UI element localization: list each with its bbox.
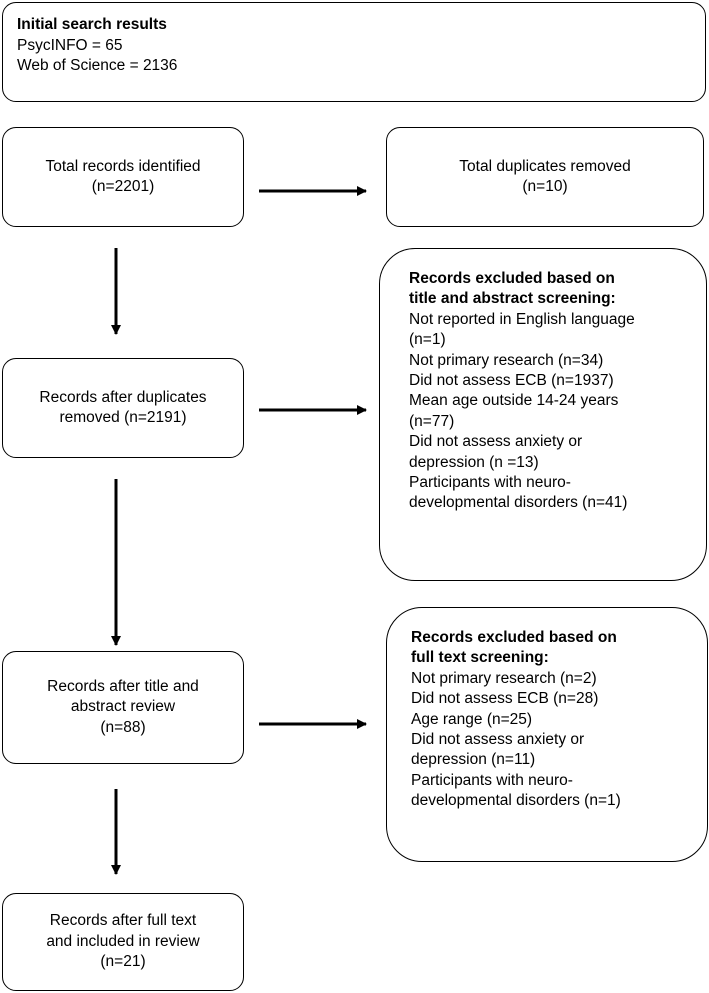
- excluded-title-abstract-heading-2: title and abstract screening:: [409, 290, 616, 308]
- excluded-full-text-item: Did not assess ECB (n=28): [411, 690, 599, 708]
- duplicates-removed-label: Total duplicates removed: [459, 157, 631, 175]
- duplicates-removed-count: (n=10): [522, 178, 568, 195]
- excluded-full-text-item: Participants with neuro-: [411, 771, 573, 789]
- after-title-abstract-line-1: Records after title and: [47, 677, 199, 695]
- initial-search-title: Initial search results: [17, 16, 167, 33]
- initial-search-line-wos: Web of Science = 2136: [17, 57, 178, 74]
- final-included-line-1: Records after full text: [49, 912, 197, 930]
- excluded-title-abstract-item: Participants with neuro-: [409, 474, 571, 492]
- excluded-full-text-item: developmental disorders (n=1): [411, 792, 621, 810]
- excluded-title-abstract-item: depression (n =13): [409, 453, 539, 471]
- excluded-title-abstract-heading-1: Records excluded based on: [409, 270, 615, 287]
- final-included-line-2: and included in review: [46, 932, 200, 950]
- final-included-count: (n=21): [100, 953, 146, 971]
- excluded-full-text-item: depression (n=11): [411, 751, 536, 769]
- initial-search-box: Initial search results PsycINFO = 65 Web…: [2, 2, 706, 102]
- excluded-title-abstract-item: Mean age outside 14-24 years: [409, 392, 619, 410]
- excluded-full-text-box: Records excluded based on full text scre…: [386, 607, 708, 862]
- duplicates-removed-box: Total duplicates removed (n=10): [386, 127, 704, 227]
- total-records-count: (n=2201): [91, 178, 155, 195]
- excluded-full-text-heading-1: Records excluded based on: [411, 629, 617, 646]
- excluded-title-abstract-item: (n=77): [409, 412, 455, 430]
- excluded-full-text-heading-2: full text screening:: [411, 649, 549, 667]
- excluded-title-abstract-box: Records excluded based on title and abst…: [379, 248, 707, 581]
- after-duplicates-box: Records after duplicates removed (n=2191…: [2, 358, 244, 458]
- excluded-title-abstract-item: Not primary research (n=34): [409, 351, 604, 369]
- excluded-title-abstract-item: Did not assess anxiety or: [409, 433, 583, 451]
- after-duplicates-line-2: removed (n=2191): [59, 409, 187, 426]
- excluded-full-text-item: Not primary research (n=2): [411, 669, 597, 687]
- excluded-full-text-item: Did not assess anxiety or: [411, 731, 585, 749]
- final-included-box: Records after full text and included in …: [2, 893, 244, 991]
- total-records-box: Total records identified (n=2201): [2, 127, 244, 227]
- excluded-full-text-item: Age range (n=25): [411, 710, 533, 728]
- total-records-label: Total records identified: [45, 157, 201, 175]
- after-title-abstract-count: (n=88): [100, 718, 146, 736]
- excluded-title-abstract-item: Not reported in English language: [409, 310, 635, 328]
- excluded-title-abstract-item: developmental disorders (n=41): [409, 494, 628, 512]
- excluded-title-abstract-item: (n=1): [409, 331, 446, 349]
- after-duplicates-line-1: Records after duplicates: [39, 388, 207, 406]
- excluded-title-abstract-item: Did not assess ECB (n=1937): [409, 372, 614, 390]
- initial-search-line-psycinfo: PsycINFO = 65: [17, 36, 123, 54]
- after-title-abstract-line-2: abstract review: [70, 698, 176, 716]
- after-title-abstract-box: Records after title and abstract review …: [2, 651, 244, 764]
